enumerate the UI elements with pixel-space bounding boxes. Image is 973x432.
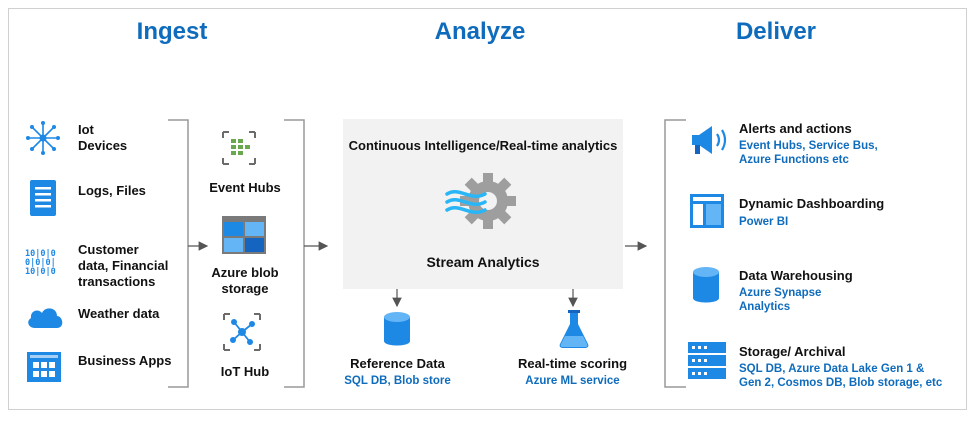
flask-icon [559, 310, 589, 348]
megaphone-icon [692, 126, 727, 154]
outputs-bracket [664, 119, 686, 388]
output-alerts-title: Alerts and actions [739, 121, 852, 136]
cloud-icon [28, 308, 63, 328]
source-weather-data: Weather data [78, 306, 160, 321]
stream-analytics-icon [445, 173, 516, 229]
stream-analytics-label: Stream Analytics [426, 254, 540, 270]
business-apps-icon [27, 352, 61, 382]
binary-data-icon: 10|0|0 0|0|0| 10|0|0 [25, 249, 56, 276]
scoring-title: Real-time scoring [517, 356, 628, 371]
ingest-event-hubs: Event Hubs [209, 180, 281, 195]
reference-data-title: Reference Data [350, 356, 445, 371]
logs-files-icon [30, 180, 56, 216]
svg-text:10|0|0: 10|0|0 [25, 267, 56, 276]
reference-data-sub: SQL DB, Blob store [344, 375, 451, 387]
analytics-box-title: Continuous Intelligence/Real-time analyt… [348, 138, 618, 153]
storage-archive-icon [688, 342, 726, 379]
source-logs-files: Logs, Files [78, 183, 146, 198]
iot-hub-icon [223, 313, 261, 351]
output-alerts-sub: Event Hubs, Service Bus,Azure Functions … [739, 140, 878, 166]
ingest-header: Ingest [136, 18, 208, 45]
ingestion-bracket [284, 119, 305, 388]
sources-bracket [168, 119, 189, 388]
database-icon [384, 312, 410, 346]
output-storage-sub: SQL DB, Azure Data Lake Gen 1 &Gen 2, Co… [739, 363, 943, 389]
svg-text:10|0|0: 10|0|0 [25, 249, 56, 259]
output-storage-title: Storage/ Archival [739, 344, 846, 359]
deliver-header: Deliver [735, 18, 817, 45]
analyze-header: Analyze [434, 18, 526, 45]
scoring-sub: Azure ML service [525, 375, 620, 387]
output-warehouse-title: Data Warehousing [739, 268, 853, 283]
blob-storage-icon [222, 216, 266, 254]
ingest-iot-hub: IoT Hub [220, 364, 270, 379]
iot-devices-icon [26, 121, 60, 155]
dashboard-icon [690, 194, 724, 228]
source-business-apps: Business Apps [78, 353, 172, 368]
output-dashboard-title: Dynamic Dashboarding [739, 196, 885, 211]
event-hubs-icon [222, 131, 256, 165]
output-dashboard-sub: Power BI [739, 216, 789, 228]
svg-text:0|0|0|: 0|0|0| [25, 258, 56, 268]
warehouse-icon [693, 267, 719, 303]
